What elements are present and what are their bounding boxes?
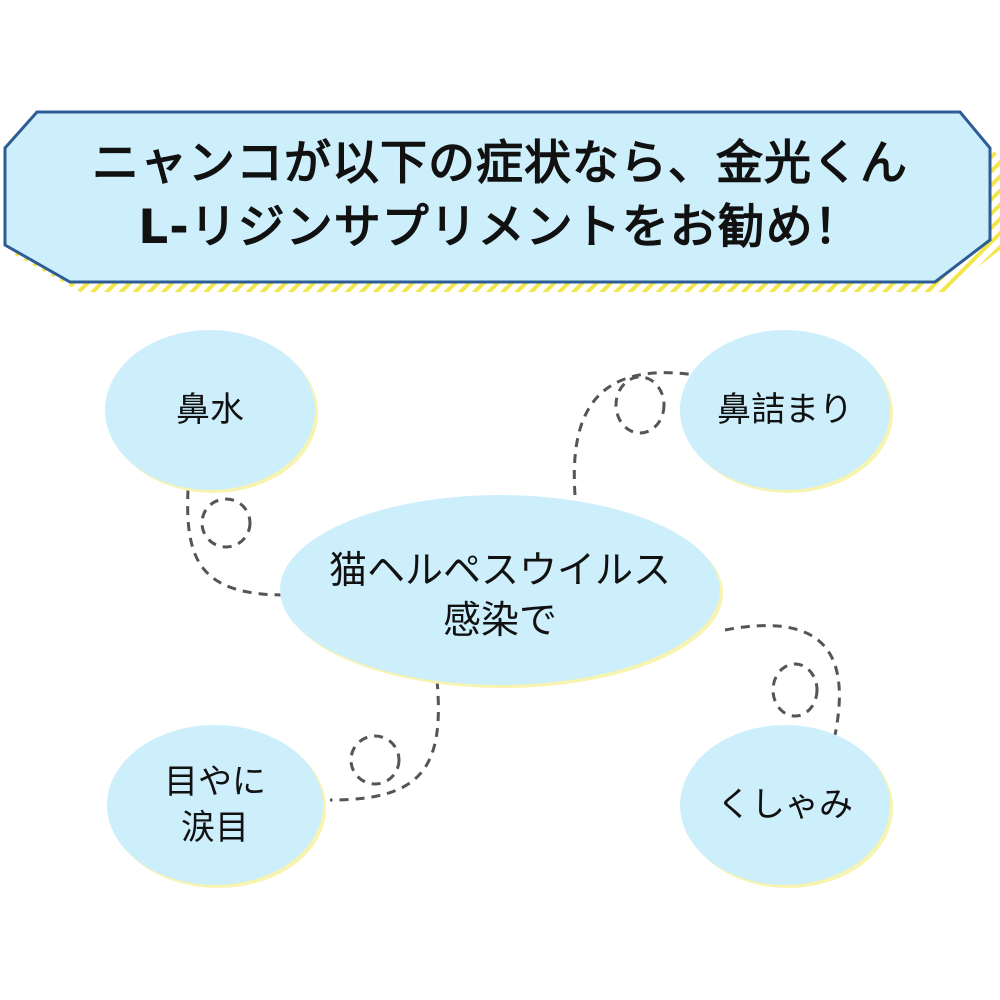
symptom-label: 目やに 涙目 bbox=[164, 759, 266, 851]
banner-line1: ニャンコが以下の症状なら、金光くん bbox=[92, 136, 908, 191]
connectors bbox=[186, 371, 841, 802]
connector-loop bbox=[200, 497, 252, 549]
node-eye-discharge bbox=[107, 725, 323, 885]
banner-title: ニャンコが以下の症状なら、金光くん L-リジンサプリメントをお勧め！ bbox=[0, 132, 1000, 260]
symptom-label: 鼻詰まり bbox=[717, 390, 853, 430]
node-stuffy-nose bbox=[680, 330, 890, 490]
connector-stuffy-nose bbox=[572, 371, 696, 496]
node-center bbox=[280, 495, 720, 685]
symptom-label: 鼻水 bbox=[176, 390, 244, 430]
connector-loop bbox=[771, 662, 819, 718]
connector-runny-nose bbox=[186, 489, 286, 597]
connector-loop bbox=[614, 375, 666, 435]
symptom-line2: 涙目 bbox=[181, 808, 249, 848]
center-line1: 猫ヘルペスウイルス bbox=[328, 548, 672, 592]
connector-sneeze bbox=[724, 624, 841, 736]
connector-eye bbox=[329, 679, 440, 802]
center-line2: 感染で bbox=[442, 598, 558, 642]
connector-loop bbox=[349, 734, 401, 786]
symptom-label: くしゃみ bbox=[717, 785, 853, 825]
banner-line2: L-リジンサプリメントをお勧め！ bbox=[138, 200, 862, 255]
node-runny-nose bbox=[105, 330, 315, 490]
symptom-line1: 目やに bbox=[164, 762, 266, 802]
node-sneeze bbox=[680, 725, 890, 885]
center-label: 猫ヘルペスウイルス 感染で bbox=[329, 545, 671, 645]
banner bbox=[3, 110, 992, 284]
